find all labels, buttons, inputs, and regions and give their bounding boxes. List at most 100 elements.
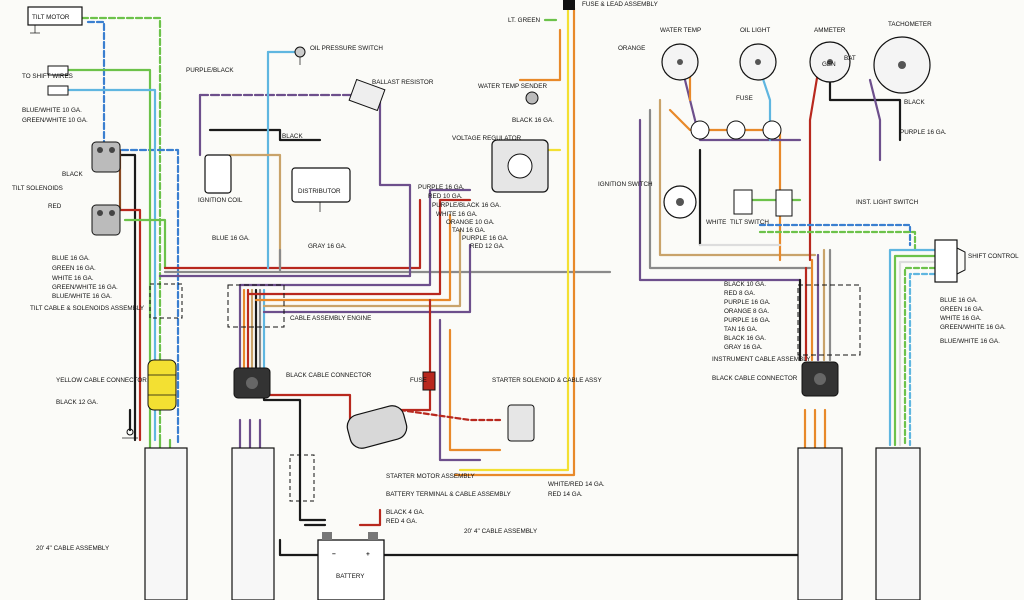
label-red-left: RED — [48, 203, 62, 210]
battery-shape — [317, 532, 385, 600]
label-blue-16-rr: BLUE 16 GA. — [940, 297, 978, 304]
label-black-left: BLACK — [62, 171, 83, 178]
label-oil-light: OIL LIGHT — [740, 27, 770, 34]
label-red-8-r: RED 8 GA. — [724, 290, 755, 297]
oil-pressure-switch — [294, 46, 306, 65]
label-black-cable-connector-left: BLACK CABLE CONNECTOR — [286, 372, 372, 379]
label-white-16-left: WHITE 16 GA. — [52, 275, 94, 282]
ignition-coil — [204, 154, 232, 194]
label-purple-16-right: PURPLE 16 GA. — [900, 129, 947, 136]
label-white-16-rr: WHITE 16 GA. — [940, 315, 982, 322]
label-green-white-rr: GREEN/WHITE 16 GA. — [940, 324, 1006, 331]
label-red-14: RED 14 GA. — [548, 491, 583, 498]
label-starter-motor: STARTER MOTOR ASSEMBLY — [386, 473, 476, 480]
gauge-water-temp — [661, 43, 699, 81]
label-gray-16-mid: GRAY 16 GA. — [308, 243, 347, 250]
label-orange-10: ORANGE 10 GA. — [446, 219, 495, 226]
tilt-switch-shape — [733, 189, 753, 215]
ignition-switch-shape — [663, 185, 697, 219]
tilt-cable-dashed-box — [149, 283, 183, 319]
label-black-cable-connector-right: BLACK CABLE CONNECTOR — [712, 375, 798, 382]
label-yellow-cable-connector: YELLOW CABLE CONNECTOR — [56, 377, 147, 384]
label-black-10-r: BLACK 10 GA. — [724, 281, 766, 288]
label-to-shift-wires: TO SHIFT WIRES — [22, 73, 73, 80]
wire-instrument-panel — [638, 58, 917, 362]
label-purple-16-r: PURPLE 16 GA. — [724, 299, 771, 306]
label-fuse-right: FUSE — [736, 95, 753, 102]
label-tilt-motor: TILT MOTOR — [32, 14, 70, 21]
label-instrument-cable: INSTRUMENT CABLE ASSEMBLY — [712, 356, 811, 363]
label-white-red-14: WHITE/RED 14 GA. — [548, 481, 605, 488]
inst-light-switch-shape — [775, 189, 793, 217]
battery-terminal-dashed-box — [289, 454, 315, 502]
label-battery-plus: + — [366, 551, 370, 558]
tilt-motor — [27, 6, 83, 34]
label-shift-control: SHIFT CONTROL — [968, 253, 1019, 260]
gauge-tachometer — [873, 36, 931, 94]
wire-harness-main — [158, 188, 612, 372]
water-temp-sender — [525, 91, 539, 105]
label-orange-right: ORANGE — [618, 45, 645, 52]
starter-solenoid — [507, 404, 535, 442]
label-black-16-mid: BLACK 16 GA. — [512, 117, 554, 124]
instrument-cable-dashed-box — [797, 284, 861, 356]
label-tan-16-r: TAN 16 GA. — [724, 326, 758, 333]
label-gray-16-r: GRAY 16 GA. — [724, 344, 763, 351]
label-black-16-r: BLACK 16 GA. — [724, 335, 766, 342]
label-blue-white-16-left: BLUE/WHITE 16 GA. — [52, 293, 112, 300]
fuse-lead-block — [563, 0, 575, 10]
label-red-12: RED 12 GA. — [470, 243, 505, 250]
label-inst-light-switch: INST. LIGHT SWITCH — [856, 199, 919, 206]
label-lt-green: LT. GREEN — [508, 17, 541, 24]
label-purple-16-b: PURPLE 16 GA. — [462, 235, 509, 242]
label-ammeter: AMMETER — [814, 27, 846, 34]
cable-assembly-engine-box — [227, 284, 285, 328]
label-red-10-a: RED 10 GA. — [428, 193, 463, 200]
cable-column-right1 — [797, 447, 843, 600]
ballast-resistor — [348, 78, 386, 112]
label-cable-20-mid: 20' 4'' CABLE ASSEMBLY — [464, 528, 538, 535]
starter-motor — [346, 405, 408, 449]
label-purple-black-16: PURPLE/BLACK 16 GA. — [432, 202, 501, 209]
cable-column-mid — [231, 447, 275, 600]
label-cable-assembly-engine: CABLE ASSEMBLY ENGINE — [290, 315, 371, 322]
shift-wire-terminals — [47, 65, 69, 96]
label-black-4: BLACK 4 GA. — [386, 509, 425, 516]
black-cable-connector-right-shape — [801, 361, 839, 397]
label-cable-20-left: 20' 4'' CABLE ASSEMBLY — [36, 545, 110, 552]
label-ignition-switch: IGNITION SWITCH — [598, 181, 653, 188]
label-ignition-coil: IGNITION COIL — [198, 197, 243, 204]
label-tachometer: TACHOMETER — [888, 21, 932, 28]
label-voltage-regulator: VOLTAGE REGULATOR — [452, 135, 522, 142]
label-tilt-solenoids: TILT SOLENOIDS — [12, 185, 63, 192]
black-cable-connector-left-shape — [233, 367, 271, 399]
label-gen: GEN — [822, 61, 836, 68]
gauge-ammeter — [809, 41, 851, 83]
yellow-cable-connector-shape — [147, 359, 177, 411]
fuse-mid — [422, 371, 436, 391]
label-green-16-rr: GREEN 16 GA. — [940, 306, 984, 313]
label-distributor: DISTRIBUTOR — [298, 188, 341, 195]
tilt-solenoid-lower — [91, 204, 121, 236]
label-oil-pressure-switch: OIL PRESSURE SWITCH — [310, 45, 383, 52]
label-blue-16-mid: BLUE 16 GA. — [212, 235, 250, 242]
label-tan-16-mid: TAN 16 GA. — [452, 227, 486, 234]
label-red-4: RED 4 GA. — [386, 518, 417, 525]
label-white-16-mid: WHITE 16 GA. — [436, 211, 478, 218]
label-tilt-cable: TILT CABLE & SOLENOIDS ASSEMBLY — [30, 305, 145, 312]
label-blue-16-left: BLUE 16 GA. — [52, 255, 90, 262]
cable-column-right2 — [875, 447, 921, 600]
cable-column-left — [144, 447, 188, 600]
label-black-12: BLACK 12 GA. — [56, 399, 98, 406]
ground-symbol-left — [122, 428, 138, 439]
label-purple-black: PURPLE/BLACK — [186, 67, 234, 74]
label-water-temp: WATER TEMP — [660, 27, 701, 34]
label-blue-white-10: BLUE/WHITE 10 GA. — [22, 107, 82, 114]
fuse-right-block — [690, 120, 782, 140]
label-purple-16-r2: PURPLE 16 GA. — [724, 317, 771, 324]
label-fuse-lead: FUSE & LEAD ASSEMBLY — [582, 1, 659, 8]
labels: TILT MOTOR TO SHIFT WIRES BLUE/WHITE 10 … — [12, 1, 1019, 580]
label-battery: BATTERY — [336, 573, 365, 580]
